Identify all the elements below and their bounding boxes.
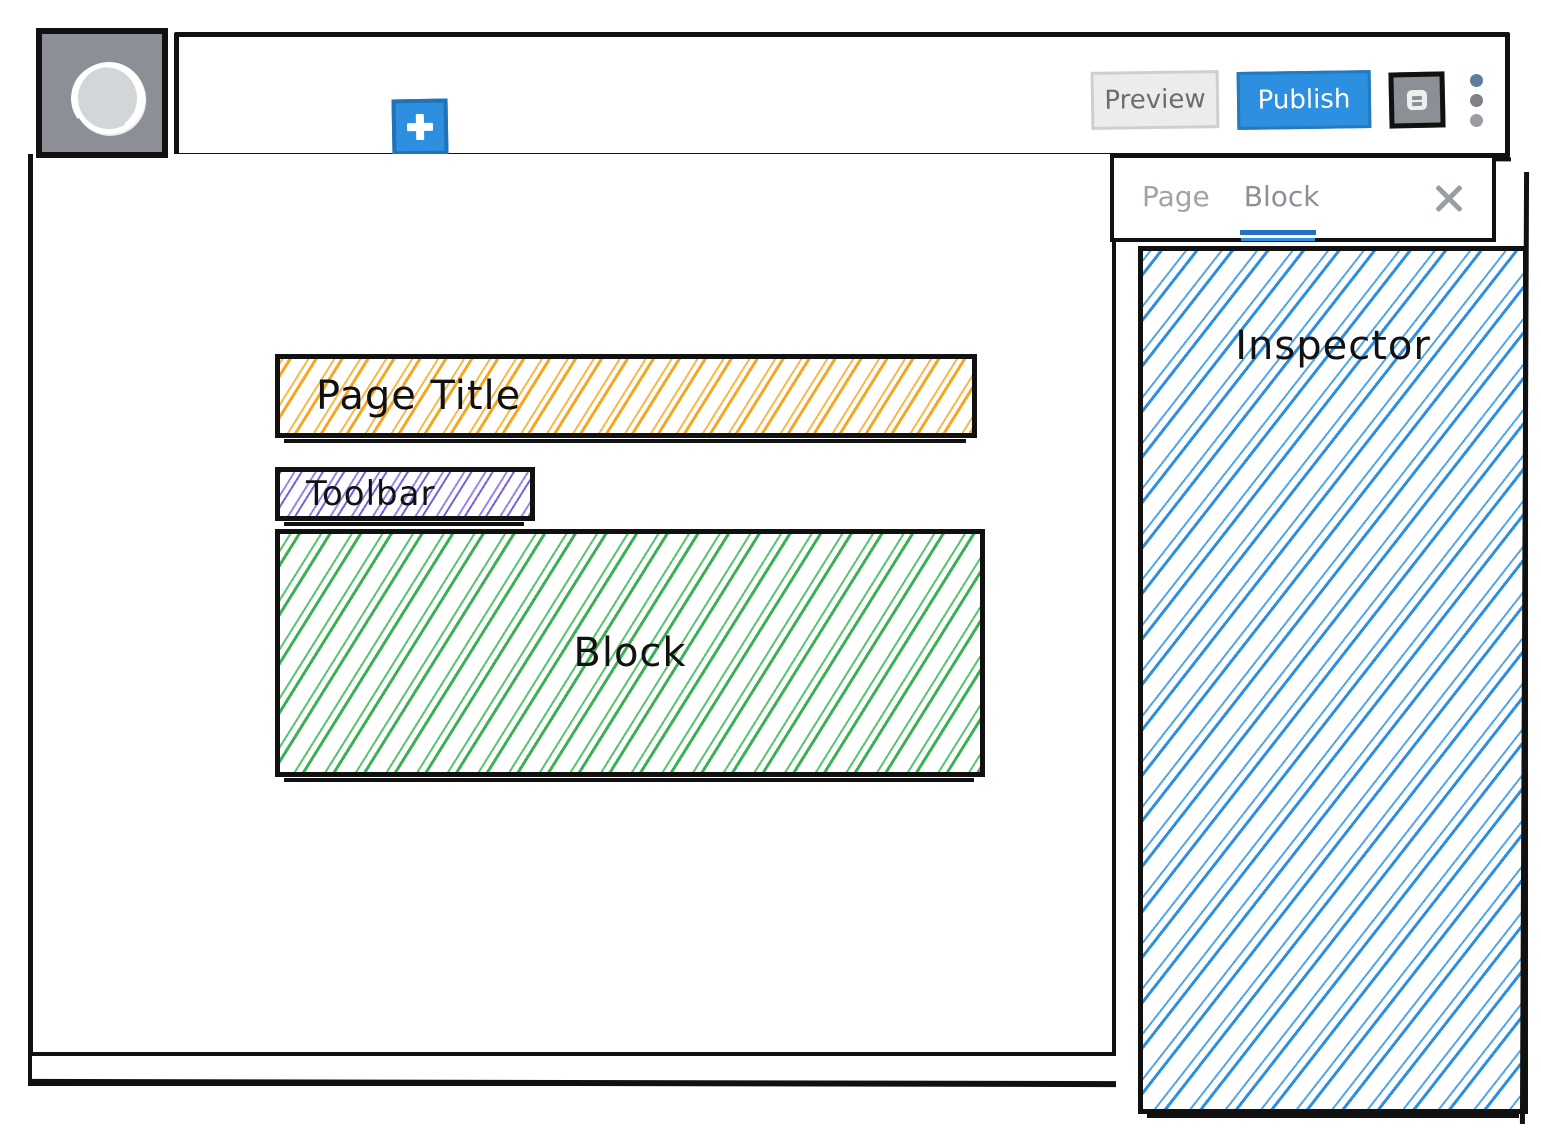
application-window: Preview Publish Page Title Toolbar xyxy=(28,26,1530,1125)
preview-button[interactable]: Preview xyxy=(1090,70,1220,130)
header-actions-group: Preview Publish xyxy=(1090,37,1489,163)
page-title-block[interactable]: Page Title xyxy=(275,354,977,443)
block-toolbar[interactable]: Toolbar xyxy=(275,467,535,526)
close-x-icon[interactable] xyxy=(1432,181,1466,215)
tab-page[interactable]: Page xyxy=(1142,179,1210,213)
more-dot-2 xyxy=(1469,93,1483,107)
inspector-content-area[interactable]: Inspector xyxy=(1138,246,1528,1118)
inspector-bottom-edge xyxy=(1147,1113,1519,1118)
toolbar-underline xyxy=(284,522,524,526)
page-title-label: Page Title xyxy=(316,373,522,419)
content-block-underline xyxy=(284,778,974,782)
page-title-underline xyxy=(284,439,966,443)
circle-logo-icon xyxy=(69,58,149,138)
add-block-button[interactable] xyxy=(391,98,449,156)
content-block[interactable]: Block xyxy=(275,529,985,782)
tab-block[interactable]: Block xyxy=(1239,180,1320,235)
editor-canvas: Page Title Toolbar Block xyxy=(28,154,1116,1062)
inspector-label: Inspector xyxy=(1235,323,1431,369)
more-dot-3 xyxy=(1469,113,1483,127)
app-logo-tile[interactable] xyxy=(36,28,168,158)
settings-gear-icon[interactable] xyxy=(1388,71,1446,129)
publish-button-label: Publish xyxy=(1257,84,1351,116)
more-vertical-icon[interactable] xyxy=(1463,70,1489,130)
publish-button[interactable]: Publish xyxy=(1236,70,1372,130)
editor-header-bar: Preview Publish xyxy=(174,32,1510,158)
gear-glyph xyxy=(1406,89,1428,111)
inspector-tab-bar: Page Block xyxy=(1110,154,1496,242)
more-dot-1 xyxy=(1469,73,1483,87)
preview-button-label: Preview xyxy=(1104,84,1206,116)
content-block-label: Block xyxy=(573,630,687,676)
plus-icon xyxy=(406,122,434,132)
toolbar-label: Toolbar xyxy=(306,474,436,514)
inspector-sidebar: Page Block Inspector xyxy=(1110,154,1530,1125)
